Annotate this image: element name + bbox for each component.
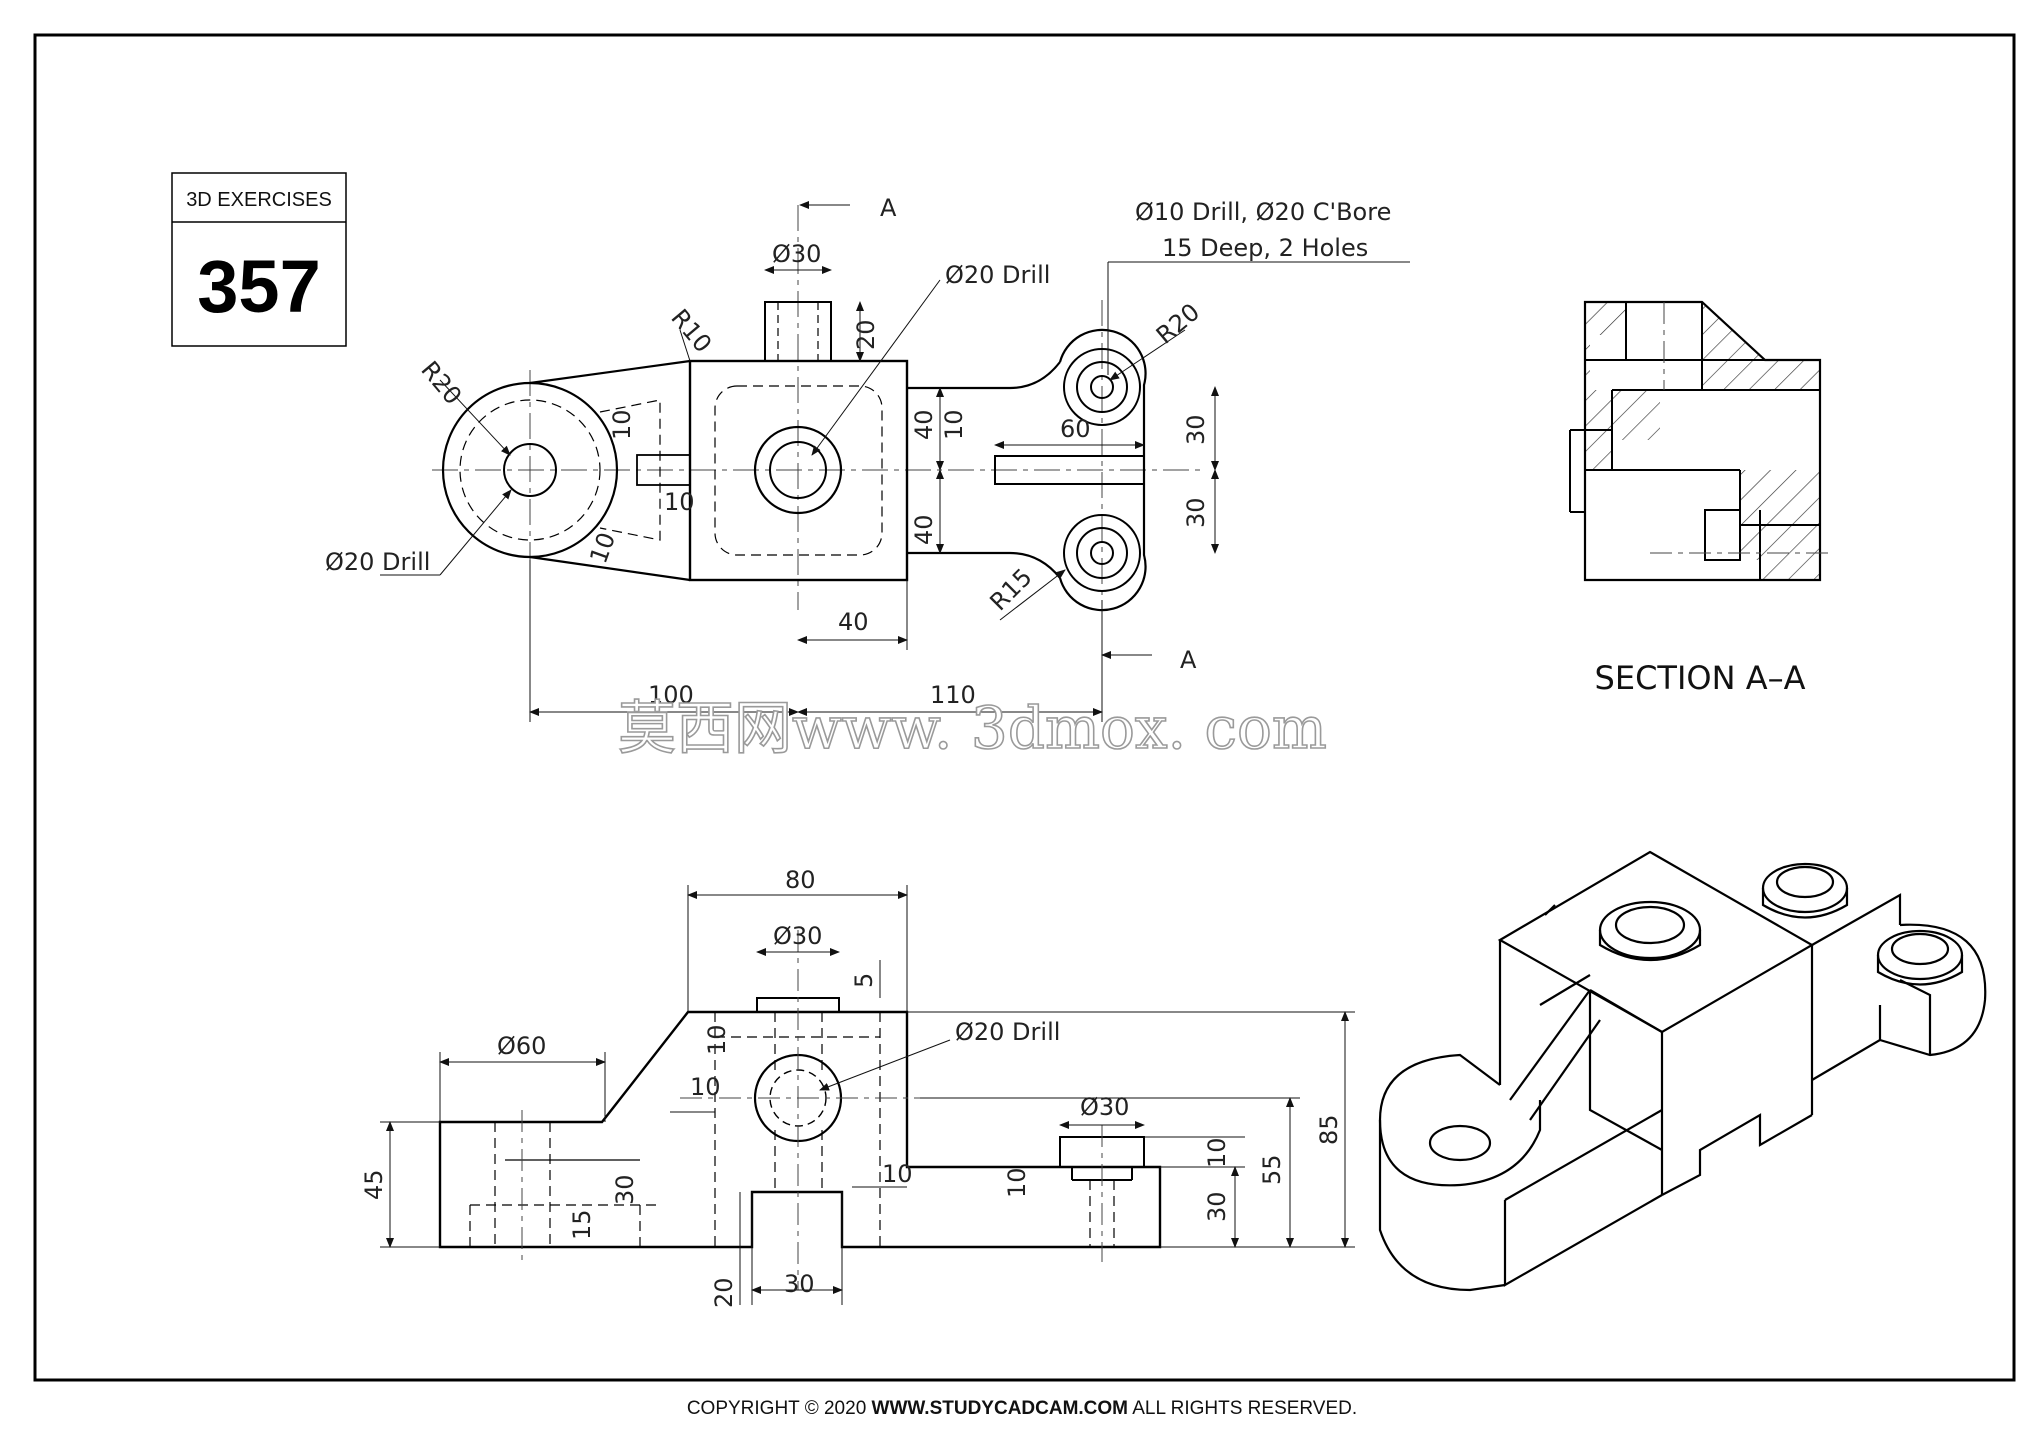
d40-upper-label: 40: [910, 409, 938, 440]
copyright-footer: COPYRIGHT © 2020 WWW.STUDYCADCAM.COM ALL…: [0, 1398, 2044, 1420]
section-mark-bottom: A: [1180, 646, 1197, 674]
d40-bottom-label: 40: [838, 608, 869, 636]
cbore-note-line2: 15 Deep, 2 Holes: [1162, 234, 1368, 262]
d15-label: 15: [568, 1209, 596, 1240]
badge-caption: 3D EXERCISES: [186, 189, 332, 211]
r20-left-label: R20: [415, 356, 467, 410]
section-view: [1569, 300, 1830, 582]
copyright-suffix: ALL RIGHTS RESERVED.: [1128, 1398, 1358, 1419]
d30-upper-label: 30: [1182, 414, 1210, 445]
dim20-label: 20: [852, 319, 880, 350]
dia30-label: Ø30: [772, 240, 821, 268]
right-lug-outline: [1058, 328, 1147, 612]
copyright-site: WWW.STUDYCADCAM.COM: [871, 1398, 1129, 1419]
dia20-drill-left-label: Ø20 Drill: [325, 548, 430, 576]
dia20-drill-label: Ø20 Drill: [955, 1018, 1060, 1046]
d20-label: 20: [710, 1277, 738, 1308]
copyright-prefix: COPYRIGHT © 2020: [686, 1398, 872, 1419]
r15-label: R15: [984, 563, 1037, 616]
d10-b-label: 10: [664, 488, 695, 516]
cbore-note-line1: Ø10 Drill, Ø20 C'Bore: [1135, 198, 1391, 226]
front-view-dimension-labels: 80 Ø30 5 Ø60 Ø20 Drill 10 10 Ø30 10 10 1…: [360, 866, 1343, 1308]
d60-label: 60: [1060, 415, 1091, 443]
d10-left-label: 10: [690, 1073, 721, 1101]
sheet-border: [33, 33, 2016, 1382]
d10-r-label: 10: [1003, 1167, 1031, 1198]
watermark: 莫西网www. 3dmox. com: [618, 694, 1327, 762]
d40-lower-label: 40: [910, 514, 938, 545]
dia60-label: Ø60: [497, 1032, 546, 1060]
section-mark-top: A: [880, 194, 897, 222]
d100-label: 100: [648, 681, 694, 709]
top-view-dimension-labels: A Ø30 20 R10 Ø20 Drill Ø10 Drill, Ø20 C'…: [325, 194, 1391, 709]
d30-inner-label: 30: [611, 1174, 639, 1205]
d85-label: 85: [1315, 1114, 1343, 1145]
d10-d-label: 10: [940, 409, 968, 440]
front-view-dimensions: [380, 885, 1355, 1305]
d80-label: 80: [785, 866, 816, 894]
section-label: SECTION A–A: [1595, 659, 1806, 697]
d55-label: 55: [1258, 1154, 1286, 1185]
d30-bottom-label: 30: [784, 1270, 815, 1298]
d10-right-top-label: 10: [1203, 1137, 1231, 1168]
isometric-view: [1378, 850, 1987, 1292]
d10-a-label: 10: [608, 409, 636, 440]
d10-top-label: 10: [703, 1024, 731, 1055]
dia20-drill-center-label: Ø20 Drill: [945, 261, 1050, 289]
d10-mid-label: 10: [882, 1160, 913, 1188]
d45-label: 45: [360, 1169, 388, 1200]
top-view-dimensions: [380, 201, 1410, 722]
badge-number: 357: [197, 245, 320, 328]
r20-right-label: R20: [1151, 298, 1205, 350]
d110-label: 110: [930, 681, 976, 709]
dia30-top-label: Ø30: [773, 922, 822, 950]
r10-label: R10: [665, 304, 717, 358]
d30-r-label: 30: [1203, 1191, 1231, 1222]
front-view: [438, 930, 1162, 1290]
dia30-right-label: Ø30: [1080, 1093, 1129, 1121]
top-view: [432, 205, 1205, 690]
d30-lower-label: 30: [1182, 497, 1210, 528]
exercise-badge: 3D EXERCISES 357: [171, 172, 347, 347]
d5-label: 5: [850, 973, 878, 988]
